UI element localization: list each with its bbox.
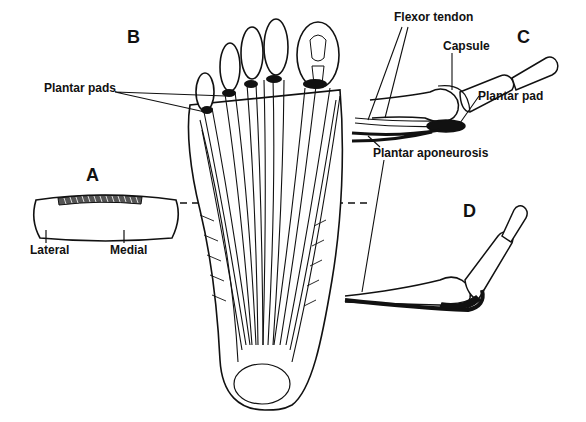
metatarsal bbox=[370, 89, 458, 121]
toe bbox=[241, 27, 263, 79]
plantar-pad bbox=[266, 75, 282, 83]
part-label: Plantar pad bbox=[478, 90, 543, 103]
fiber-bundle bbox=[202, 100, 336, 350]
toe-lateral-view-c bbox=[352, 57, 558, 141]
leader-line bbox=[115, 92, 226, 112]
aponeurosis-edge bbox=[200, 96, 340, 362]
toe bbox=[196, 73, 214, 111]
panel-letter: A bbox=[86, 166, 99, 186]
direction-label: Lateral bbox=[30, 244, 69, 257]
panel-letter: D bbox=[463, 202, 476, 222]
fiber-bundle bbox=[225, 92, 256, 345]
panel-letter: C bbox=[517, 28, 530, 48]
aponeurosis-band bbox=[345, 290, 483, 310]
joint-capsule bbox=[438, 86, 470, 112]
hatching bbox=[64, 196, 138, 204]
plantar-aponeurosis-fibers bbox=[200, 78, 340, 362]
toe-bones bbox=[310, 35, 326, 84]
fiber-bundle bbox=[204, 108, 250, 345]
plantar-pad bbox=[201, 106, 213, 114]
cross-section-a bbox=[34, 195, 179, 243]
plantar-pads bbox=[201, 75, 327, 114]
direction-label: Medial bbox=[110, 244, 147, 257]
toe-dorsiflexed-d bbox=[345, 206, 527, 310]
section-band bbox=[58, 195, 142, 205]
toe bbox=[264, 19, 288, 75]
plantar-pad bbox=[244, 80, 258, 88]
foot-plantar-view-b bbox=[188, 19, 342, 410]
part-label: Plantar pads bbox=[44, 82, 116, 95]
heel bbox=[234, 364, 290, 404]
distal-phalanx bbox=[512, 57, 558, 90]
fiber-bundle bbox=[274, 86, 330, 345]
proximal-phalanx bbox=[465, 232, 513, 300]
leader-line bbox=[46, 230, 124, 243]
toe bbox=[220, 43, 240, 91]
part-label: Plantar aponeurosis bbox=[373, 147, 488, 160]
panel-letter: B bbox=[127, 28, 140, 48]
plantar-pad-d bbox=[440, 296, 480, 310]
distal-phalanx bbox=[502, 206, 527, 242]
section-outline bbox=[34, 195, 179, 241]
plantar-pad bbox=[303, 79, 327, 89]
big-toe bbox=[297, 22, 339, 88]
aponeurosis-band bbox=[352, 130, 440, 141]
part-label: Flexor tendon bbox=[394, 11, 473, 24]
fiber-bundle bbox=[263, 78, 284, 345]
part-label: Capsule bbox=[443, 40, 490, 53]
